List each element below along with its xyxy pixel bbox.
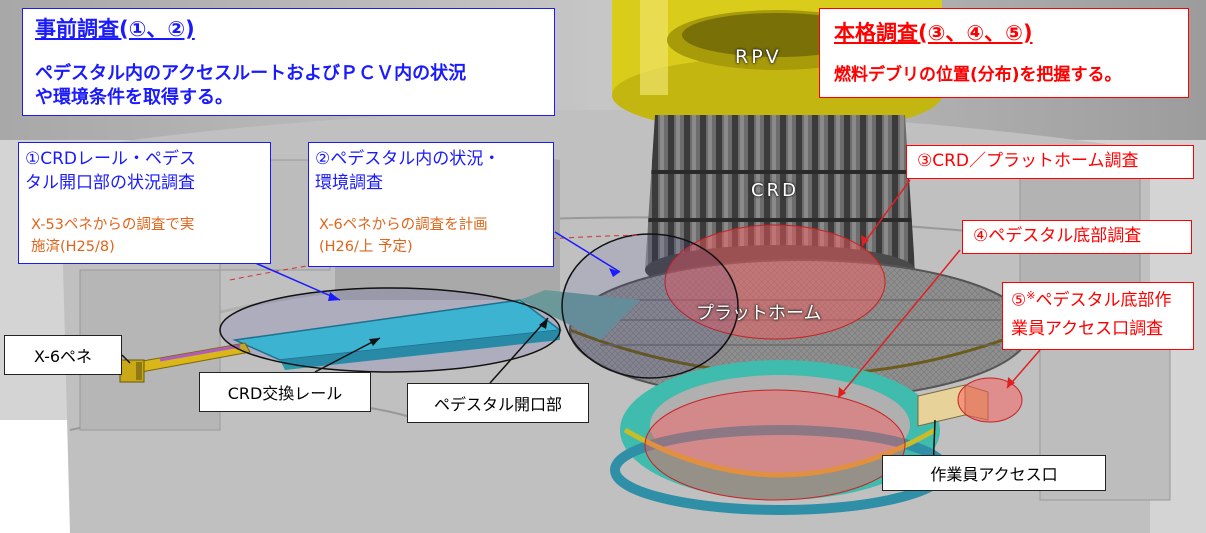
platform-label: プラットホーム	[696, 303, 822, 324]
item2-note-line2: (H26/上 予定)	[319, 239, 413, 255]
item2-note-line1: X-6ペネからの調査を計画	[319, 217, 488, 233]
item3-box: ③CRD／プラットホーム調査	[906, 145, 1194, 179]
pre-survey-box: 事前調査(①、②) ペデスタル内のアクセスルートおよびＰＣＶ内の状況 や環境条件…	[22, 8, 555, 116]
zone-worker-access	[957, 377, 1023, 423]
item5-number: ⑤	[1011, 290, 1027, 311]
item1-note-line1: X-53ペネからの調査で実	[31, 217, 195, 233]
pre-survey-description-line2: や環境条件を取得する。	[35, 87, 233, 108]
item4-box: ④ペデスタル底部調査	[962, 220, 1192, 254]
item5-title-line1-text: ペデスタル底部作	[1035, 290, 1172, 311]
item2-title-line1: ②ペデスタル内の状況・	[315, 149, 501, 169]
item3-title: ③CRD／プラットホーム調査	[917, 151, 1139, 171]
zone-pedestal-inside	[561, 233, 739, 379]
item2-box: ②ペデスタル内の状況・ 環境調査 X-6ペネからの調査を計画 (H26/上 予定…	[308, 142, 554, 267]
item1-note-line2: 施済(H25/8)	[31, 239, 115, 255]
crd-label: CRD	[751, 180, 799, 201]
full-survey-box: 本格調査(③、④、⑤) 燃料デブリの位置(分布)を把握する。	[819, 8, 1189, 98]
zone-crd-rail	[219, 287, 561, 373]
x6-pene-callout: X-6ペネ	[4, 335, 122, 375]
crd-rail-callout: CRD交換レール	[199, 372, 371, 412]
full-survey-title: 本格調査(③、④、⑤)	[834, 21, 1033, 45]
item1-title-line1: ①CRDレール・ペデス	[25, 149, 197, 169]
item1-box: ①CRDレール・ペデス タル開口部の状況調査 X-53ペネからの調査で実 施済(…	[18, 142, 271, 264]
item1-title-line2: タル開口部の状況調査	[25, 173, 195, 193]
zone-crd-platform	[664, 224, 886, 340]
x6-penetration	[119, 342, 251, 383]
pre-survey-title: 事前調査(①、②)	[35, 17, 195, 41]
item2-title-line2: 環境調査	[315, 173, 383, 193]
item4-title: ④ペデスタル底部調査	[973, 226, 1142, 246]
rpv-label: RPV	[735, 46, 782, 68]
item5-title-line2: 業員アクセス口調査	[1011, 319, 1164, 339]
zone-pedestal-bottom	[644, 389, 906, 501]
item5-note-mark: ※	[1026, 289, 1036, 302]
full-survey-description: 燃料デブリの位置(分布)を把握する。	[834, 65, 1122, 85]
item5-title-line1: ⑤※ペデスタル底部作	[1011, 289, 1171, 311]
item5-box: ⑤※ペデスタル底部作 業員アクセス口調査	[1002, 282, 1194, 350]
leader-arrowheads	[328, 235, 1015, 398]
worker-access-callout: 作業員アクセス口	[882, 455, 1106, 491]
pedestal-opening-callout: ペデスタル開口部	[407, 383, 589, 423]
pre-survey-description-line1: ペデスタル内のアクセスルートおよびＰＣＶ内の状況	[35, 63, 467, 84]
pedestal-bottom-ring	[610, 360, 950, 515]
